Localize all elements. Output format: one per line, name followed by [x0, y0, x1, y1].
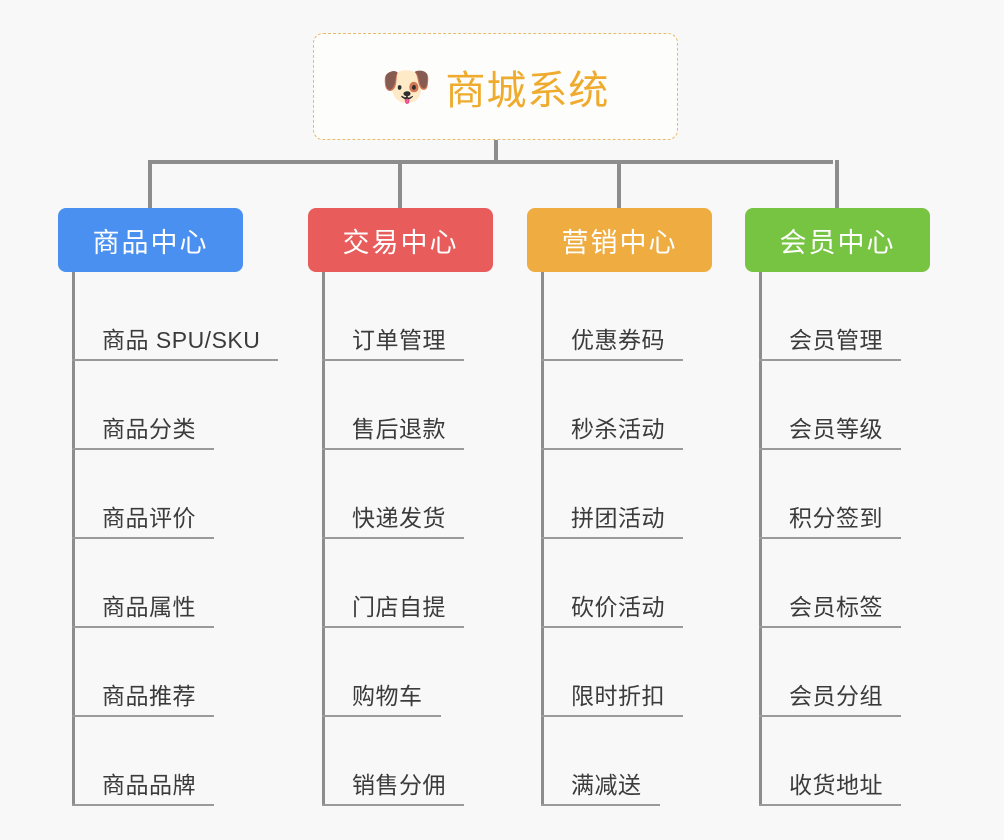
list-item[interactable]: 砍价活动	[541, 539, 712, 628]
list-item-underline	[322, 715, 441, 717]
list-item-label: 快递发货	[352, 504, 446, 531]
list-item-label: 会员等级	[789, 415, 883, 442]
list-item-underline	[759, 715, 901, 717]
list-item-underline	[322, 626, 464, 628]
connector-root-stem	[494, 140, 498, 163]
category-header-product-center[interactable]: 商品中心	[58, 208, 243, 272]
list-item[interactable]: 商品推荐	[72, 628, 278, 717]
list-item-label: 砍价活动	[571, 593, 665, 620]
list-item-underline	[541, 537, 683, 539]
connector-horizontal-bus	[149, 160, 833, 164]
list-item[interactable]: 商品分类	[72, 361, 278, 450]
rail-member-center	[759, 272, 762, 806]
list-item[interactable]: 门店自提	[322, 539, 493, 628]
rail-product-center	[72, 272, 75, 806]
item-list-trade-center: 订单管理售后退款快递发货门店自提购物车销售分佣	[322, 272, 493, 806]
list-item-underline	[759, 626, 901, 628]
list-item-underline	[759, 537, 901, 539]
list-item[interactable]: 秒杀活动	[541, 361, 712, 450]
root-node[interactable]: 🐶 商城系统	[313, 33, 678, 140]
category-header-member-center[interactable]: 会员中心	[745, 208, 930, 272]
list-item-underline	[541, 804, 660, 806]
list-item-label: 优惠券码	[571, 326, 665, 353]
list-item-label: 订单管理	[352, 326, 446, 353]
item-list-member-center: 会员管理会员等级积分签到会员标签会员分组收货地址	[759, 272, 930, 806]
list-item-label: 会员分组	[789, 682, 883, 709]
list-item-label: 购物车	[352, 682, 423, 709]
root-title: 商城系统	[445, 68, 610, 113]
list-item-underline	[72, 448, 214, 450]
list-item-label: 销售分佣	[352, 771, 446, 798]
list-item-label: 收货地址	[789, 771, 883, 798]
rail-marketing-center	[541, 272, 544, 806]
list-item[interactable]: 会员等级	[759, 361, 930, 450]
list-item-underline	[541, 448, 683, 450]
column-member-center: 会员中心会员管理会员等级积分签到会员标签会员分组收货地址	[745, 208, 930, 806]
list-item-underline	[322, 448, 464, 450]
list-item-underline	[72, 537, 214, 539]
connector-drop-member-center	[835, 160, 839, 208]
item-list-marketing-center: 优惠券码秒杀活动拼团活动砍价活动限时折扣满减送	[541, 272, 712, 806]
list-item[interactable]: 售后退款	[322, 361, 493, 450]
list-item-underline	[759, 359, 901, 361]
item-list-product-center: 商品 SPU/SKU 商品分类商品评价商品属性商品推荐商品品牌	[72, 272, 278, 806]
list-item[interactable]: 限时折扣	[541, 628, 712, 717]
list-item-label: 会员管理	[789, 326, 883, 353]
list-item-underline	[322, 537, 464, 539]
list-item-label: 限时折扣	[571, 682, 665, 709]
list-item[interactable]: 会员分组	[759, 628, 930, 717]
list-item-underline	[72, 804, 214, 806]
connector-drop-product-center	[148, 160, 152, 208]
list-item[interactable]: 满减送	[541, 717, 712, 806]
list-item-underline	[541, 626, 683, 628]
list-item[interactable]: 商品 SPU/SKU	[72, 272, 278, 361]
list-item-label: 商品推荐	[102, 682, 196, 709]
column-product-center: 商品中心商品 SPU/SKU 商品分类商品评价商品属性商品推荐商品品牌	[58, 208, 278, 806]
list-item[interactable]: 积分签到	[759, 450, 930, 539]
list-item-label: 门店自提	[352, 593, 446, 620]
list-item-underline	[322, 359, 464, 361]
list-item-label: 满减送	[571, 771, 642, 798]
list-item[interactable]: 优惠券码	[541, 272, 712, 361]
list-item[interactable]: 商品属性	[72, 539, 278, 628]
connector-drop-trade-center	[398, 160, 402, 208]
list-item-underline	[72, 626, 214, 628]
list-item-underline	[72, 715, 214, 717]
list-item-label: 拼团活动	[571, 504, 665, 531]
connector-drop-marketing-center	[617, 160, 621, 208]
category-header-trade-center[interactable]: 交易中心	[308, 208, 493, 272]
list-item-label: 商品品牌	[102, 771, 196, 798]
list-item-underline	[72, 359, 278, 361]
list-item-underline	[759, 804, 901, 806]
column-marketing-center: 营销中心优惠券码秒杀活动拼团活动砍价活动限时折扣满减送	[527, 208, 712, 806]
list-item-label: 售后退款	[352, 415, 446, 442]
list-item[interactable]: 购物车	[322, 628, 493, 717]
list-item-underline	[541, 359, 683, 361]
list-item-underline	[759, 448, 901, 450]
list-item[interactable]: 订单管理	[322, 272, 493, 361]
list-item-label: 秒杀活动	[571, 415, 665, 442]
rail-trade-center	[322, 272, 325, 806]
list-item[interactable]: 商品品牌	[72, 717, 278, 806]
category-header-marketing-center[interactable]: 营销中心	[527, 208, 712, 272]
list-item-underline	[322, 804, 464, 806]
list-item-label: 商品 SPU/SKU	[102, 326, 261, 353]
column-trade-center: 交易中心订单管理售后退款快递发货门店自提购物车销售分佣	[308, 208, 493, 806]
list-item-label: 商品分类	[102, 415, 196, 442]
shiba-dog-face-icon: 🐶	[381, 64, 432, 109]
list-item[interactable]: 会员管理	[759, 272, 930, 361]
list-item[interactable]: 会员标签	[759, 539, 930, 628]
list-item-label: 商品评价	[102, 504, 196, 531]
list-item[interactable]: 收货地址	[759, 717, 930, 806]
list-item[interactable]: 拼团活动	[541, 450, 712, 539]
list-item[interactable]: 快递发货	[322, 450, 493, 539]
list-item-label: 会员标签	[789, 593, 883, 620]
list-item-label: 商品属性	[102, 593, 196, 620]
list-item[interactable]: 销售分佣	[322, 717, 493, 806]
list-item-label: 积分签到	[789, 504, 883, 531]
list-item-underline	[541, 715, 683, 717]
list-item[interactable]: 商品评价	[72, 450, 278, 539]
